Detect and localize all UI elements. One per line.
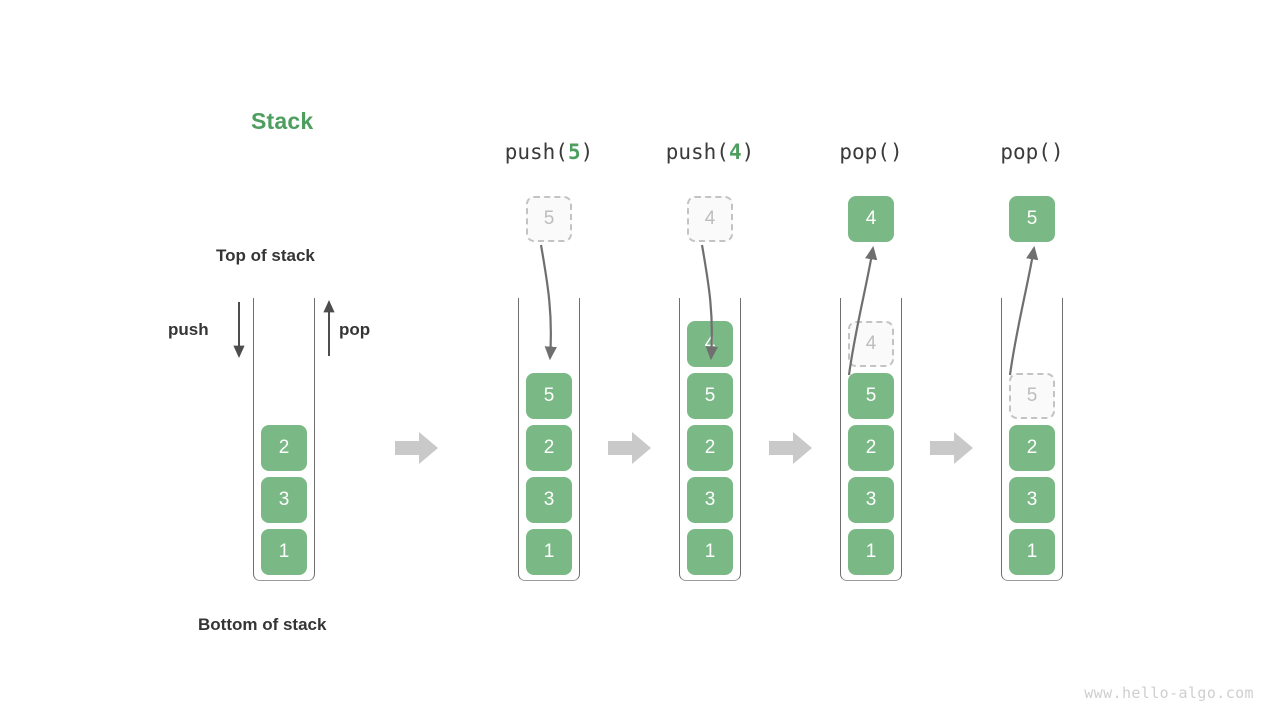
floating-value-step-3: 5	[1009, 196, 1055, 242]
initial-stack-cell: 2	[261, 425, 307, 471]
transition-arrow-3	[930, 430, 974, 466]
floating-value-step-2: 4	[848, 196, 894, 242]
op-header-close-paren: )	[1050, 140, 1064, 164]
bottom-of-stack-label: Bottom of stack	[198, 615, 327, 634]
initial-stack-cell: 1	[261, 529, 307, 575]
step-3-cell: 3	[1009, 477, 1055, 523]
op-header-name: push(	[504, 140, 568, 164]
op-header-2: pop()	[781, 140, 961, 164]
op-header-close-paren: )	[741, 140, 755, 164]
step-1-cell: 2	[687, 425, 733, 471]
page-title: Stack	[251, 108, 314, 134]
step-2-cell: 3	[848, 477, 894, 523]
op-header-close-paren: )	[580, 140, 594, 164]
step-2-cell: 2	[848, 425, 894, 471]
step-3-cell: 5	[1009, 373, 1055, 419]
watermark: www.hello-algo.com	[1084, 684, 1254, 702]
step-1-cell: 5	[687, 373, 733, 419]
step-2-cell: 4	[848, 321, 894, 367]
stack-container-step-0	[518, 298, 580, 581]
step-2-cell: 5	[848, 373, 894, 419]
transition-arrow-0	[395, 430, 439, 466]
step-2-cell: 1	[848, 529, 894, 575]
step-0-cell: 2	[526, 425, 572, 471]
op-header-0: push(5)	[459, 140, 639, 164]
stack-container-step-1	[679, 298, 741, 581]
op-header-3: pop()	[942, 140, 1122, 164]
floating-value-step-0: 5	[526, 196, 572, 242]
stack-container-initial	[253, 298, 315, 581]
op-header-name: pop(	[1000, 140, 1051, 164]
step-1-cell: 1	[687, 529, 733, 575]
push-label: push	[168, 320, 209, 339]
op-header-close-paren: )	[889, 140, 903, 164]
op-header-name: push(	[665, 140, 729, 164]
step-1-cell: 4	[687, 321, 733, 367]
transition-arrow-1	[608, 430, 652, 466]
stack-container-step-3	[1001, 298, 1063, 581]
stack-container-step-2	[840, 298, 902, 581]
step-3-cell: 2	[1009, 425, 1055, 471]
pop-label: pop	[339, 320, 371, 339]
op-header-argument: 4	[728, 140, 742, 164]
step-3-cell: 1	[1009, 529, 1055, 575]
step-0-cell: 1	[526, 529, 572, 575]
transition-arrow-2	[769, 430, 813, 466]
step-1-cell: 3	[687, 477, 733, 523]
top-of-stack-label: Top of stack	[216, 246, 315, 265]
op-header-1: push(4)	[620, 140, 800, 164]
op-header-name: pop(	[839, 140, 890, 164]
op-header-argument: 5	[567, 140, 581, 164]
floating-value-step-1: 4	[687, 196, 733, 242]
step-0-cell: 3	[526, 477, 572, 523]
initial-stack-cell: 3	[261, 477, 307, 523]
step-0-cell: 5	[526, 373, 572, 419]
